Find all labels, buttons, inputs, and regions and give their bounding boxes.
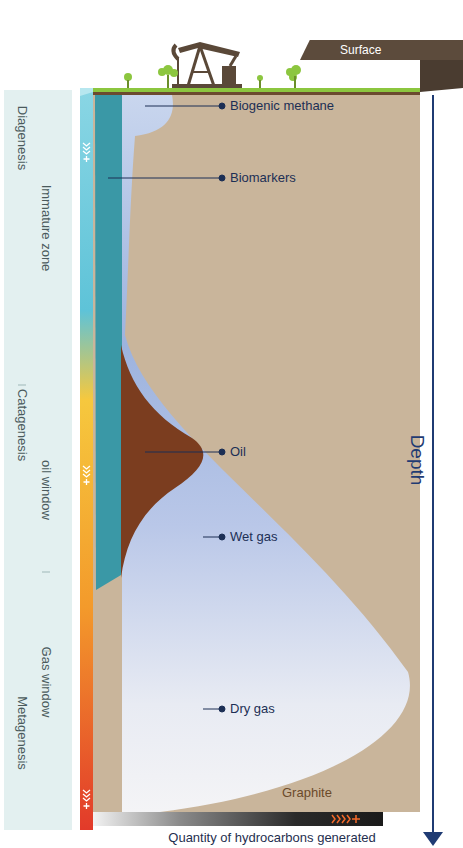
chevrons xyxy=(83,143,90,809)
gas-zone xyxy=(122,95,410,812)
axis-label: Depth xyxy=(406,435,428,486)
pumpjack xyxy=(172,42,242,88)
band-label: Surface xyxy=(300,40,463,60)
zone-callout: Wet gas xyxy=(230,530,277,545)
surface-slab xyxy=(420,60,463,92)
stage-label: Catagenesis xyxy=(15,389,30,461)
axis-label: Quantity of hydrocarbons generated xyxy=(168,831,375,846)
surface-band: Surface xyxy=(300,40,463,60)
zone-callout: Dry gas xyxy=(230,702,275,717)
chevrons xyxy=(332,815,360,823)
trees xyxy=(124,65,301,88)
depth-arrow xyxy=(432,95,434,836)
stage-label: Diagenesis xyxy=(15,106,30,170)
stage-label: Metagenesis xyxy=(15,696,30,770)
leader-lines xyxy=(108,103,225,712)
biomarker-band xyxy=(95,95,122,590)
zone-callout: Graphite xyxy=(282,786,332,801)
zone-callout: Biomarkers xyxy=(230,171,296,186)
zone-callout: Biogenic methane xyxy=(230,99,334,114)
rock-background xyxy=(93,92,420,812)
zone-label: Gas window xyxy=(39,647,54,718)
zone-label: oil window xyxy=(39,460,54,520)
quantity-bar xyxy=(93,812,383,826)
zone-label: Immature zone xyxy=(39,185,54,272)
oil-zone xyxy=(121,345,203,578)
zone-panel xyxy=(4,90,72,830)
maturity-bar xyxy=(80,88,93,830)
band-shape xyxy=(300,40,463,60)
zone-callout: Oil xyxy=(230,445,246,460)
